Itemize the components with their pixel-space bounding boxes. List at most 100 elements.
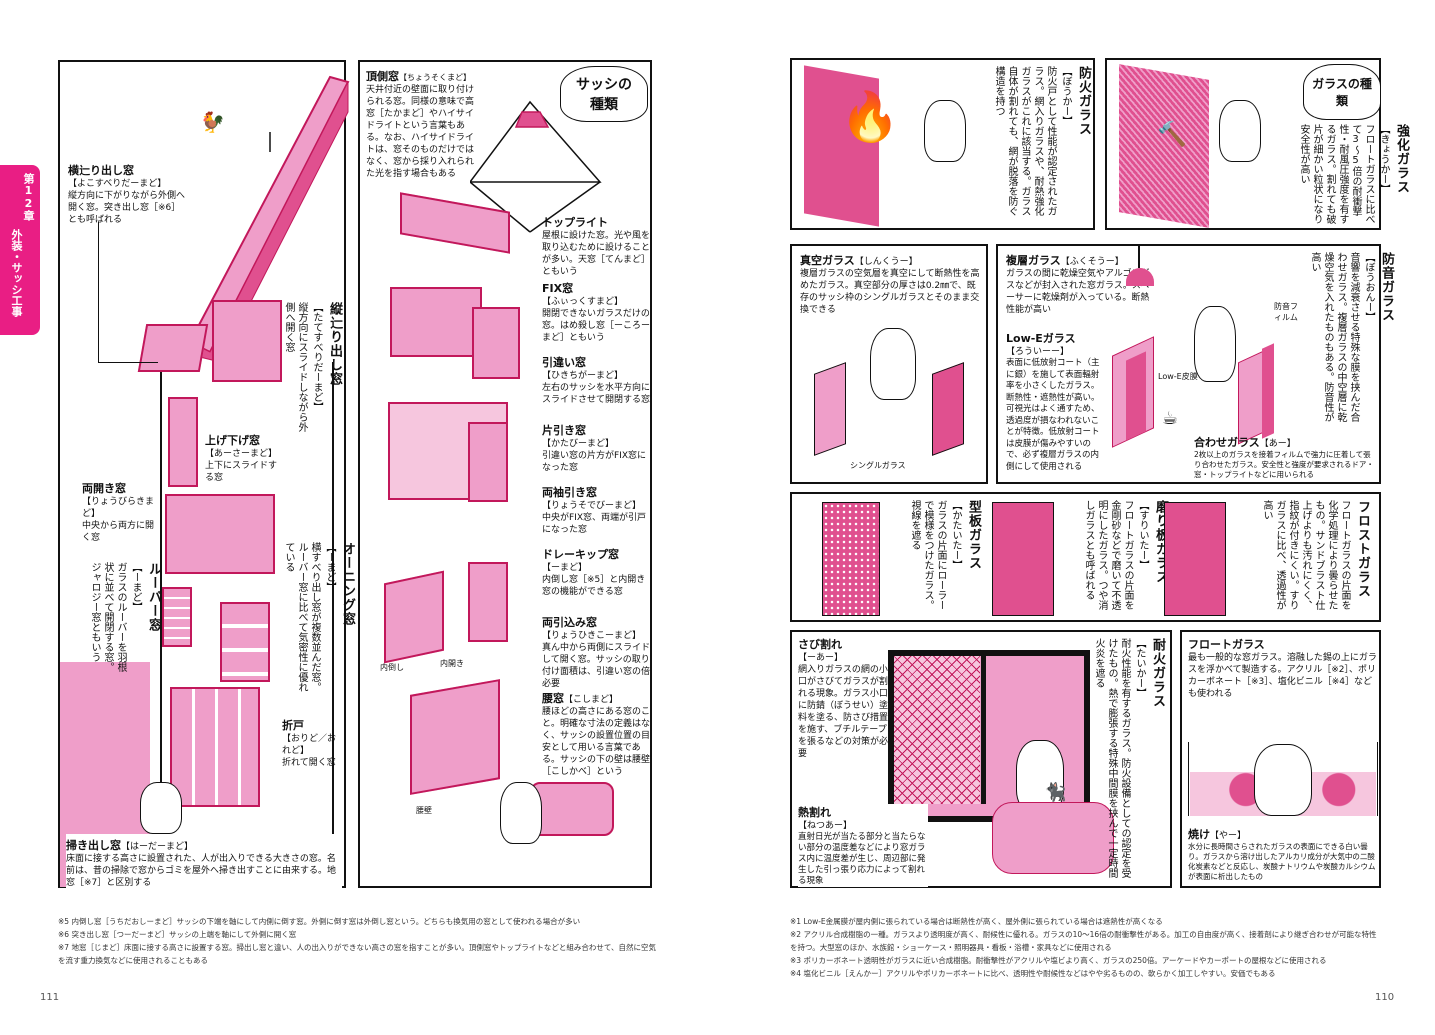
taika-reading: 【たいかー】 <box>1134 638 1145 698</box>
fix-desc: 開閉できないガラスだけの窓。はめ殺し窓［ーころーまど］ともいう <box>542 309 651 343</box>
ryobiraki-reading: 【りょうびらきまど】 <box>82 497 155 519</box>
awning-window <box>220 602 270 682</box>
footnote: ※1 Low-E金属膜が屋内側に張られている場合は断熱性が高く、屋外側に張られて… <box>790 917 1163 926</box>
footnotes-left: ※5 内倒し窓［うちだおしーまど］サッシの下端を軸にして内側に倒す窓。外側に倒す… <box>58 915 658 967</box>
sash-types-label-text: サッシの種類 <box>576 77 632 113</box>
louver-window <box>162 587 192 647</box>
shinku-glass-illustration <box>932 362 964 456</box>
toplight-title: トップライト <box>542 216 608 229</box>
boka-desc: 防火戸として性能が認定されたガラス。網入りガラスや、耐熱強化ガラスがこれに該当す… <box>993 66 1056 216</box>
lowe-block: Low-Eガラス 【ろういーー】 表面に低放射コート（主に銀）を施して表面輻射率… <box>1006 330 1106 473</box>
netsu-desc: 直射日光が当たる部分と当たらない部分の温度差などにより窓ガラス内に温度差が生じ、… <box>798 832 926 886</box>
footnote: ※2 アクリル合成樹脂の一種。ガラスより透明度が高く、耐候性に優れる。ガラスの1… <box>790 930 1377 952</box>
sabi-block: さび割れ 【ーあー】 網入りガラスの網の小口がさびてガラスが割れる現象。ガラス小… <box>798 636 890 760</box>
taika-desc: 耐火性能を有するガラス。防火設備としての認定を受けたもの。熱で膨張する特殊中間膜… <box>1093 638 1130 878</box>
fukuso-block: 複層ガラス【ふくそうー】 ガラスの間に乾燥空気やアルゴンガスなどが封入された窓ガ… <box>1006 252 1154 316</box>
ryobiraki-desc: 中央から両方に開く窓 <box>82 521 155 543</box>
fukuso-title-text: 複層ガラス <box>1006 254 1061 267</box>
panel-kata-suri-frost: 型板ガラス 【かたいたー】 ガラスの片面にローラーで模様をつけたガラス。視線を遮… <box>790 492 1381 622</box>
taika-title: 耐火ガラス <box>1150 638 1165 708</box>
kyoka-title: 強化ガラス <box>1394 124 1409 194</box>
cat-character-illustration <box>1016 740 1064 812</box>
awase-title: 合わせガラス【あー】 <box>1194 434 1378 450</box>
ryosodebiki-window <box>468 422 508 502</box>
mesh-glass-illustration <box>894 656 980 804</box>
katabiki-reading: 【かたびーまど】 <box>542 439 615 449</box>
tatesuberi-reading: 【たてすべりだーまど】 <box>311 302 322 412</box>
tag-koshikabe: 腰壁 <box>416 806 432 815</box>
awase-reading: 【あー】 <box>1259 439 1296 449</box>
hikichigai-window <box>472 307 520 379</box>
lowe-reading: 【ろういーー】 <box>1006 347 1070 357</box>
yokosuberi-block: 横辷り出し窓 【よこすべりだーまど】 縦方向に下がりながら外側へ開く窓。突き出し… <box>68 162 188 226</box>
kata-glass-illustration <box>822 502 880 616</box>
agesage-reading: 【あーさーまど】 <box>205 449 278 459</box>
footnote: ※4 塩化ビニル［えんかー］アクリルやポリカーボネートに比べ、透明性や耐候性など… <box>790 969 1276 978</box>
drehkipp-block: ドレーキップ窓 【ーまど】 内倒し窓［※5］と内開き窓の機能ができる窓 <box>542 546 650 598</box>
cat-character-illustration <box>1219 100 1261 162</box>
choso-reading: 【ちょうそくまど】 <box>399 73 471 82</box>
ryobiraki-title: 両開き窓 <box>82 482 126 495</box>
kyoka-desc: フロートガラスに比べて3〜5倍の耐衝撃性・耐風圧強度を有するガラス。割れても破片… <box>1298 124 1374 224</box>
yokosuberi-reading: 【よこすべりだーまど】 <box>68 179 167 189</box>
choso-title-text: 頂側窓 <box>366 70 399 83</box>
agesage-window <box>168 397 198 487</box>
suri-desc: フロートガラスの片面を金剛砂などで磨いて不透明にしたガラス。つや消しガラスとも呼… <box>1083 500 1133 610</box>
louver-reading: 【ーまど】 <box>130 562 141 612</box>
yokosuberi-desc: 縦方向に下がりながら外側へ開く窓。突き出し窓［※6］とも呼ばれる <box>68 191 186 225</box>
cat-character-illustration <box>1194 306 1236 382</box>
boka-block: 防火ガラス 【ぼうかー】 防火戸として性能が認定されたガラス。網入りガラスや、耐… <box>992 66 1093 226</box>
ryohikikomi-desc: 真ん中から両側にスライドして開く窓。サッシの取り付け面積は、引違い窓の倍必要 <box>542 643 651 689</box>
tag-uchidaoshi: 内倒し <box>380 663 404 672</box>
boka-title: 防火ガラス <box>1076 66 1091 136</box>
shinku-reading: 【しんくうー】 <box>854 257 918 267</box>
koshi-block: 腰窓【こしまど】 腰ほどの高さにある窓のこと。明確な寸法の定義はなく、サッシの設… <box>542 690 650 778</box>
agesage-title: 上げ下げ窓 <box>205 434 260 447</box>
agesage-desc: 上下にスライドする窓 <box>205 461 278 483</box>
ryosodebiki-block: 両袖引き窓 【りょうそでびーまど】 中央がFIX窓、両端が引戸になった窓 <box>542 484 650 536</box>
hakidashi-reading: 【はーだーまど】 <box>121 842 194 852</box>
cat-character-illustration <box>870 328 916 400</box>
panel-float-glass: フロートガラス 最も一般的な窓ガラス。溶融した錫の上にガラスを浮かべて製造する。… <box>1180 630 1381 888</box>
boon-desc: 音響を減衰させる特殊な膜を挟んだ合わせガラス。複層ガラスの中空層に乾燥空気を入れ… <box>1309 252 1359 422</box>
fix-title: FIX窓 <box>542 282 574 295</box>
lamp-shade-illustration <box>1126 268 1154 286</box>
panel-kyoka-glass: 🔨 ガラスの種類 強化ガラス 【きょうかー】 フロートガラスに比べて3〜5倍の耐… <box>1105 58 1409 230</box>
cat-character-illustration <box>924 100 966 162</box>
tag-single-glass: シングルガラス <box>850 461 906 470</box>
ryohikikomi-reading: 【りょうひきこーまど】 <box>542 631 642 641</box>
footnote: ※6 突き出し窓［つーだーまど］サッシの上端を軸にして外側に開く窓 <box>58 930 297 939</box>
suri-block: 磨り板ガラス 【すりいたー】 フロートガラスの片面を金剛砂などで磨いて不透明にし… <box>1082 500 1170 618</box>
cat-character-illustration <box>140 782 182 834</box>
louver-title: ルーバー窓 <box>146 562 161 632</box>
taika-block: 耐火ガラス 【たいかー】 耐火性能を有するガラス。防火設備としての認定を受けたも… <box>1092 638 1167 882</box>
panel-shinku-glass: 真空ガラス【しんくうー】 複層ガラスの空気層を真空にして断熱性を高めたガラス。真… <box>790 244 988 484</box>
kata-block: 型板ガラス 【かたいたー】 ガラスの片面にローラーで模様をつけたガラス。視線を遮… <box>908 500 983 618</box>
choso-block: 頂側窓【ちょうそくまど】 天井付近の壁面に取り付けられる窓。同様の意味で高窓［た… <box>366 68 478 180</box>
hikichigai-block: 引違い窓 【ひきちがーまど】 左右のサッシを水平方向にスライドさせて開閉する窓 <box>542 354 650 406</box>
choso-title: 頂側窓【ちょうそくまど】 <box>366 68 478 84</box>
yake-reading: 【やー】 <box>1210 831 1247 841</box>
house-wall <box>160 362 334 842</box>
boon-title: 防音ガラス <box>1379 252 1394 322</box>
chapter-number: 第12章 <box>22 173 35 221</box>
sabi-reading: 【ーあー】 <box>798 653 844 663</box>
hikichigai-reading: 【ひきちがーまど】 <box>542 371 624 381</box>
fix-block: FIX窓 【ふぃっくすまど】 開閉できないガラスだけの窓。はめ殺し窓［ーころーま… <box>542 280 650 344</box>
float-desc: 最も一般的な窓ガラス。溶融した錫の上にガラスを浮かべて製造する。アクリル［※2］… <box>1188 653 1377 699</box>
fix-window <box>390 287 482 357</box>
toplight-illustration <box>470 100 602 233</box>
awase-desc: 2枚以上のガラスを接着フィルムで強力に圧着して張り合わせたガラス。安全性と強度が… <box>1194 450 1374 479</box>
lowe-desc: 表面に低放射コート（主に銀）を施して表面輻射率を小さくしたガラス。断熱性・遮熱性… <box>1006 358 1100 472</box>
fix-reading: 【ふぃっくすまど】 <box>542 297 624 307</box>
panel-boka-glass: 🔥 防火ガラス 【ぼうかー】 防火戸として性能が認定されたガラス。網入りガラスや… <box>790 58 1095 230</box>
kyoka-reading: 【きょうかー】 <box>1378 124 1389 194</box>
oredo-block: 折戸 【おりど／おれど】 折れて開く窓 <box>282 717 344 769</box>
kata-reading: 【かたいたー】 <box>950 500 961 570</box>
tag-uchibiraki: 内開き <box>440 659 464 668</box>
page-number-right: 110 <box>1375 992 1395 1003</box>
hammer-icon: 🔨 <box>1157 120 1187 148</box>
koshi-reading: 【こしまど】 <box>564 695 619 705</box>
armchair-illustration <box>992 802 1114 874</box>
sash-types-label: サッシの種類 <box>560 66 648 122</box>
